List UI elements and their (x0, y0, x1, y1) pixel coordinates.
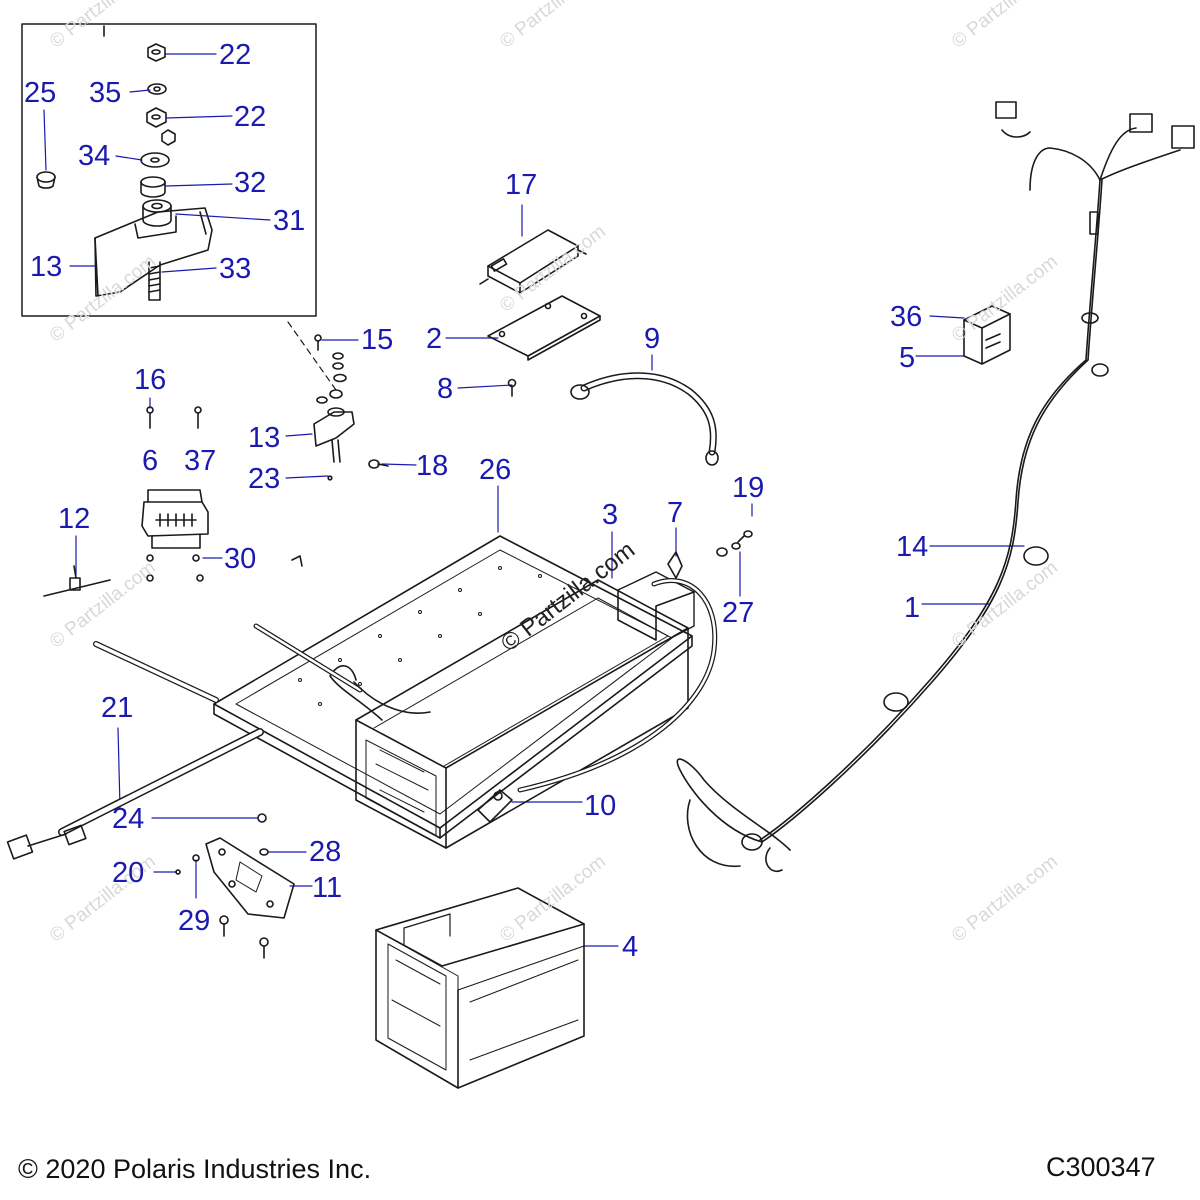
copyright-text: © 2020 Polaris Industries Inc. (18, 1154, 372, 1184)
callout-33: 33 (219, 253, 252, 285)
bolt-19 (737, 530, 753, 543)
callout-28: 28 (309, 836, 342, 868)
inset-bushing-32 (140, 176, 166, 198)
callout-18: 18 (416, 450, 449, 482)
callout-6: 6 (142, 445, 159, 477)
callout-35: 35 (89, 77, 122, 109)
callout-34: 34 (78, 140, 111, 172)
drawing-id: C300347 (1046, 1152, 1156, 1182)
cable-tie-12 (43, 565, 111, 597)
callout-37: 37 (184, 445, 217, 477)
callout-32: 32 (234, 167, 267, 199)
inset-nut-22b (146, 107, 167, 128)
callout-15: 15 (361, 324, 394, 356)
callout-26: 26 (479, 454, 512, 486)
fasteners-bottom (175, 813, 269, 959)
terminal-10 (477, 789, 513, 823)
callout-4: 4 (622, 931, 639, 963)
callout-2: 2 (426, 323, 443, 355)
callout-13: 13 (248, 422, 281, 454)
module-6 (141, 489, 209, 549)
bracket-13-small (313, 407, 355, 481)
callout-31: 31 (273, 205, 306, 237)
callout-8: 8 (437, 373, 454, 405)
callout-13: 13 (30, 251, 63, 283)
battery-module-3 (355, 571, 695, 849)
callout-20: 20 (112, 857, 145, 889)
bracket-7 (667, 551, 683, 579)
callout-5: 5 (899, 342, 916, 374)
inset-bolt-33 (148, 261, 161, 301)
inset-detail-box (21, 23, 317, 317)
callout-7: 7 (667, 497, 684, 529)
callout-25: 25 (24, 77, 57, 109)
cable-21 (6, 641, 264, 860)
nuts-30 (146, 554, 303, 582)
callout-29: 29 (178, 905, 211, 937)
wiring-harness-1 (676, 101, 1195, 873)
callout-14: 14 (896, 531, 929, 563)
inset-grommet-25 (36, 171, 56, 189)
inset-washer-34 (140, 152, 170, 168)
callout-3: 3 (602, 499, 619, 531)
callout-24: 24 (112, 803, 145, 835)
callout-23: 23 (248, 463, 281, 495)
inset-nut-small (161, 129, 176, 146)
bolts-16 (146, 406, 202, 429)
callout-1: 1 (904, 592, 921, 624)
callout-9: 9 (644, 323, 661, 355)
plate-2 (487, 295, 601, 361)
bolt-18 (368, 459, 389, 469)
inset-leader-dash (287, 321, 337, 391)
washers-27 (716, 542, 741, 557)
callout-16: 16 (134, 364, 167, 396)
bolt-15 (314, 334, 322, 351)
inset-nut-22a (147, 43, 166, 62)
controller-17 (479, 229, 587, 294)
callout-30: 30 (224, 543, 257, 575)
harness-3 (253, 578, 718, 793)
bracket-11 (205, 837, 295, 919)
stack-hardware (316, 352, 347, 404)
control-unit-36 (963, 305, 1011, 365)
battery-tray-26 (213, 535, 693, 839)
callout-22: 22 (219, 39, 252, 71)
callout-19: 19 (732, 472, 765, 504)
callout-12: 12 (58, 503, 91, 535)
callout-27: 27 (722, 597, 755, 629)
inset-washer-35 (147, 83, 167, 95)
battery-4 (375, 887, 585, 1089)
callout-22: 22 (234, 101, 267, 133)
bolt-8 (507, 378, 517, 397)
cable-9 (570, 372, 719, 466)
callout-21: 21 (101, 692, 134, 724)
callout-36: 36 (890, 301, 923, 333)
callout-17: 17 (505, 169, 538, 201)
callout-10: 10 (584, 790, 617, 822)
callout-11: 11 (312, 872, 343, 904)
inset-bracket-13 (94, 199, 213, 297)
leader-lines (43, 53, 1025, 947)
